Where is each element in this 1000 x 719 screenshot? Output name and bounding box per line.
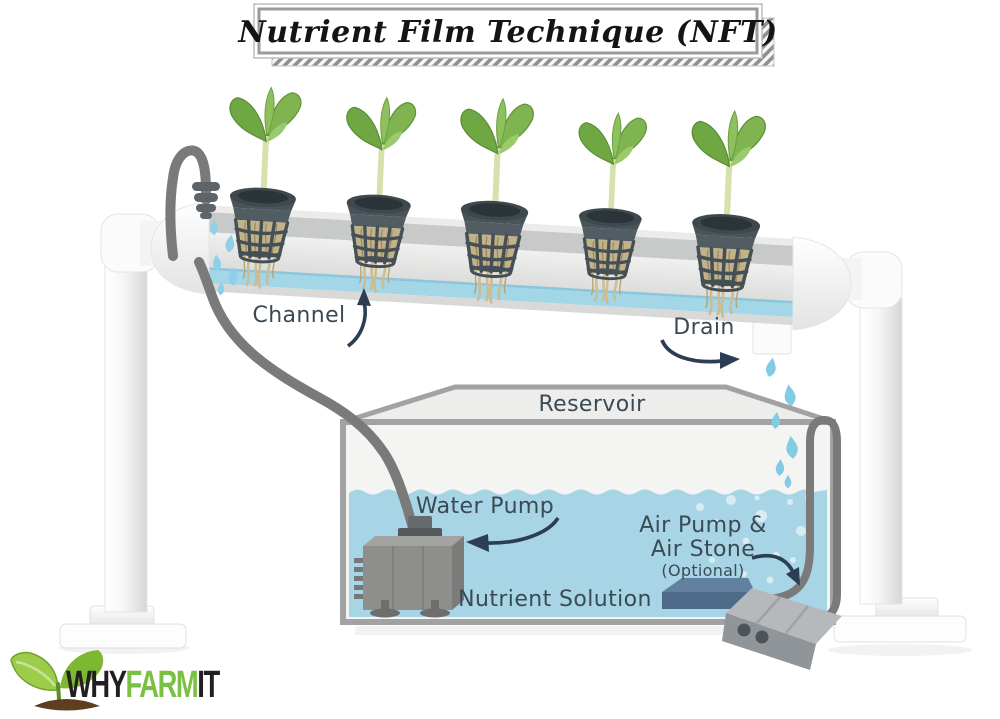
air-pump-top xyxy=(726,588,842,644)
left-stand xyxy=(58,213,190,654)
inlet-tube xyxy=(194,257,419,537)
air-stone-top xyxy=(662,578,755,592)
tank-shadow xyxy=(355,626,825,635)
pump-front xyxy=(363,546,452,610)
water-pump-label: Water Pump xyxy=(416,494,554,519)
logo-text: WHYFARMIT xyxy=(66,664,220,706)
air-pump-arrow xyxy=(751,553,800,586)
inlet-nozzle xyxy=(192,182,220,219)
reservoir-label: Reservoir xyxy=(538,392,646,417)
right-stand-pipe xyxy=(859,297,903,605)
air-stone-front xyxy=(662,592,755,609)
left-stand-pipe xyxy=(104,259,148,613)
pump-foot-stem xyxy=(381,600,389,612)
right-stand-base xyxy=(833,615,967,643)
logo-stem xyxy=(56,682,61,704)
logo: WHYFARMIT xyxy=(10,650,221,711)
channel-tube xyxy=(200,81,802,326)
pump-side xyxy=(452,536,464,610)
air-stone xyxy=(662,578,755,609)
pump-foot-stem xyxy=(431,600,439,612)
title-inner-frame xyxy=(257,7,759,55)
right-stand xyxy=(828,251,972,656)
inlet-tube-hook xyxy=(165,145,211,261)
pump-suction-foot xyxy=(420,608,450,618)
channel-label: Channel xyxy=(252,303,345,328)
logo-leaf-vein xyxy=(15,660,56,687)
air-pump-label-line2: Air Stone xyxy=(651,537,755,562)
air-pump-label-line3: (Optional) xyxy=(661,561,744,580)
air-tube xyxy=(750,415,841,624)
channel-lip xyxy=(200,282,797,326)
channel-arrow xyxy=(346,288,371,348)
nozzle-rib xyxy=(196,204,216,212)
title-box: Nutrient Film Technique (NFT) xyxy=(237,3,777,67)
logo-leaf-right xyxy=(60,650,104,689)
air-pump xyxy=(722,588,842,670)
channel-left-cap xyxy=(150,201,210,295)
water-pump xyxy=(354,516,464,618)
drain-label: Drain xyxy=(673,315,735,340)
air-pump-outlet xyxy=(737,623,751,637)
logo-soil-mound xyxy=(34,699,100,711)
air-pump-label-line1: Air Pump & xyxy=(639,513,767,538)
logo-leaf-left xyxy=(10,651,59,691)
right-stand-shadow xyxy=(828,644,972,656)
air-pump-seam xyxy=(785,605,809,634)
pump-top xyxy=(363,536,464,546)
page-title: Nutrient Film Technique (NFT) xyxy=(237,15,777,50)
channel-right-cap xyxy=(792,236,852,331)
drain-arrow xyxy=(660,339,740,369)
air-pump-seam xyxy=(755,596,781,625)
nozzle-rib xyxy=(194,193,218,202)
pump-gills xyxy=(354,558,363,599)
air-pump-outlet xyxy=(755,630,769,644)
left-stand-base xyxy=(59,623,187,649)
pump-suction-foot xyxy=(370,608,400,618)
nozzle-tip xyxy=(200,212,212,219)
nozzle-rib xyxy=(192,182,220,191)
nutrient-solution-label: Nutrient Solution xyxy=(458,587,652,612)
water-pump-arrow xyxy=(466,516,560,552)
